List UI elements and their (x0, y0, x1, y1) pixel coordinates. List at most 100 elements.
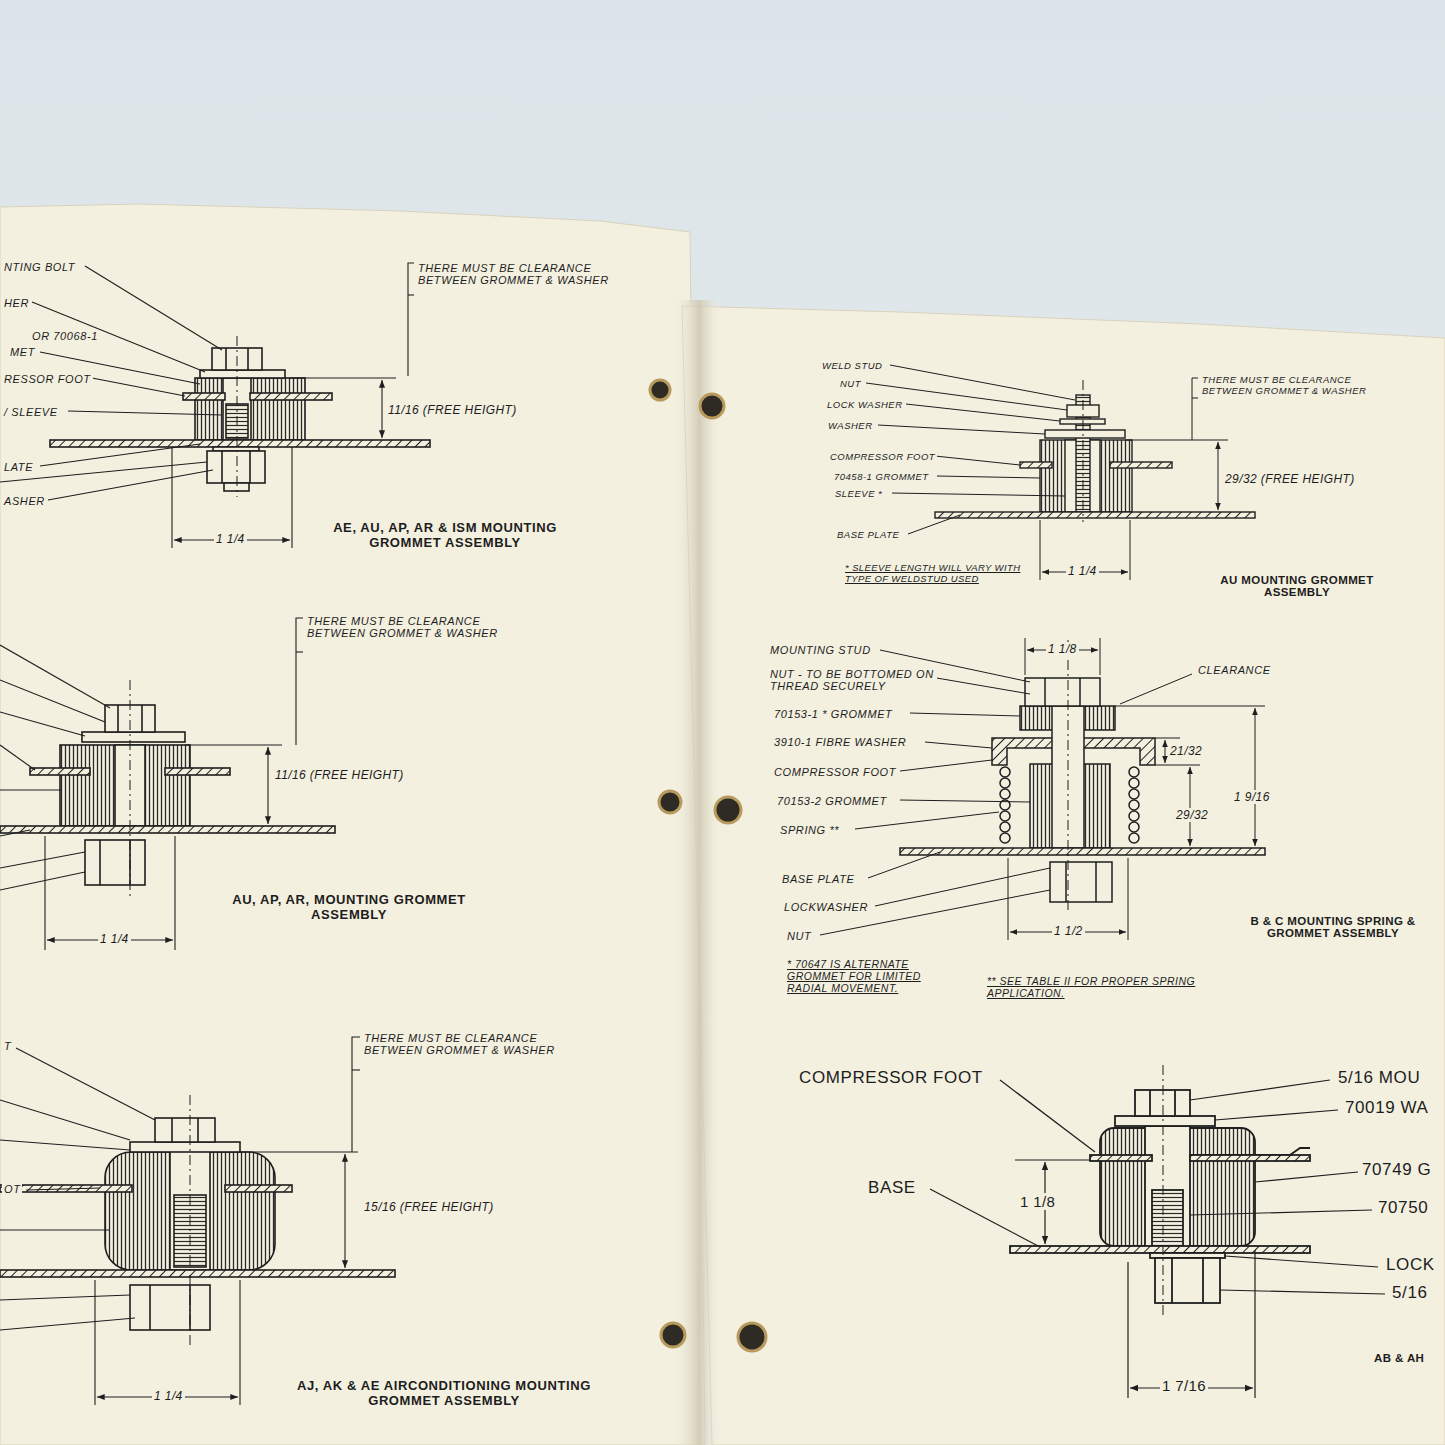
grommet-assembly-drawing (290, 377, 396, 378)
dimension-label: 1 1/4 (1066, 564, 1099, 578)
part-label: NUT (785, 930, 813, 942)
binder-hole (661, 1323, 685, 1347)
spring-grommet-drawing (1129, 822, 1139, 832)
grommet-assembly-drawing (85, 266, 222, 350)
part-label: 3910-1 FIBRE WASHER (772, 736, 908, 748)
grommet-assembly-drawing (225, 348, 227, 370)
grommet-assembly-drawing (197, 1118, 199, 1142)
grommet-assembly-drawing (30, 768, 90, 775)
grommet-assembly-drawing (155, 1118, 215, 1142)
grommet-assembly-drawing (408, 263, 414, 376)
dimension-label: 1 1/8 (1046, 642, 1079, 656)
part-label: COMPRESSOR FOOT (772, 766, 898, 778)
spring-grommet-drawing (925, 742, 992, 748)
grommet-assembly-drawing (183, 393, 225, 400)
grommet-assembly-drawing (0, 745, 35, 770)
grommet-assembly-drawing (0, 852, 85, 868)
binder-hole (659, 791, 681, 813)
grommet-assembly-drawing (171, 447, 172, 548)
grommet-assembly-drawing (1190, 1148, 1310, 1155)
grommet-assembly-drawing (0, 462, 207, 482)
grommet-assembly-drawing (0, 1037, 360, 1405)
grommet-assembly-drawing (1192, 398, 1198, 399)
part-label: MOUNTING STUD (768, 644, 873, 656)
part-label: SPRING ** (778, 824, 841, 836)
spring-grommet-drawing (1079, 678, 1081, 706)
part-label: OR 70068-1 (30, 330, 100, 342)
grommet-assembly-drawing (1190, 1080, 1330, 1100)
grommet-assembly-drawing (352, 1037, 360, 1152)
spring-grommet-drawing (1000, 789, 1010, 799)
grommet-assembly-drawing (0, 826, 335, 833)
grommet-assembly-drawing (1125, 440, 1228, 441)
part-label: RESSOR FOOT (2, 373, 93, 385)
spring-grommet-drawing (1115, 706, 1265, 707)
spring-grommet-drawing (1044, 678, 1046, 706)
grommet-assembly-drawing (171, 1118, 173, 1142)
spring-grommet-drawing (900, 848, 1265, 855)
grommet-assembly-drawing (26, 1188, 100, 1190)
grommet-assembly-drawing (381, 380, 382, 438)
grommet-assembly-drawing (291, 447, 292, 548)
grommet-assembly-drawing (40, 444, 200, 466)
grommet-assembly-drawing (130, 1142, 240, 1152)
grommet-assembly-drawing (1171, 1258, 1173, 1303)
grommet-assembly-drawing (200, 370, 285, 378)
grommet-assembly-drawing (1115, 1116, 1215, 1126)
grommet-assembly-drawing (352, 1069, 360, 1070)
page-spine (672, 300, 722, 1445)
spring-grommet-drawing (1000, 767, 1010, 777)
part-label: WELD STUD (820, 360, 884, 371)
spring-grommet-drawing (1128, 858, 1129, 940)
grommet-assembly-drawing (1220, 1290, 1385, 1294)
assembly-title: AU MOUNTING GROMMET ASSEMBLY (1200, 574, 1394, 598)
grommet-assembly-drawing (237, 336, 238, 497)
part-label: NTING BOLT (2, 261, 77, 273)
spring-grommet-drawing (900, 800, 1030, 802)
assembly-title: AU, AP, AR, MOUNTING GROMMET ASSEMBLY (222, 892, 476, 922)
spring-grommet-drawing (1000, 767, 1139, 843)
grommet-assembly-drawing (1163, 1065, 1164, 1318)
grommet-assembly-drawing (0, 645, 110, 708)
part-label: WASHER (826, 420, 875, 431)
grommet-assembly-drawing (937, 476, 1040, 478)
grommet-assembly-drawing (48, 470, 213, 500)
part-label: 70153-2 GROMMET (775, 795, 889, 807)
spring-grommet-drawing (1000, 822, 1010, 832)
spring-grommet-drawing (1255, 708, 1256, 846)
grommet-assembly-drawing (1192, 378, 1198, 440)
spring-grommet-drawing (1129, 833, 1139, 843)
grommet-assembly-drawing (930, 1065, 1385, 1398)
grommet-assembly-drawing (239, 1280, 240, 1405)
grommet-assembly-drawing (1254, 1250, 1255, 1398)
spring-grommet-drawing (1008, 858, 1009, 940)
spring-grommet-drawing (1129, 789, 1139, 799)
grommet-assembly-drawing (0, 1318, 135, 1330)
grommet-assembly-drawing (94, 1280, 95, 1405)
spring-grommet-drawing (1155, 765, 1200, 766)
grommet-assembly-drawing (1015, 1159, 1090, 1160)
grommet-assembly-drawing (0, 1140, 130, 1150)
part-label: BASE PLATE (780, 873, 856, 885)
grommet-assembly-drawing (0, 1037, 395, 1405)
grommet-assembly-drawing (190, 1095, 191, 1345)
grommet-assembly-drawing (0, 680, 105, 722)
grommet-assembly-drawing (1215, 1110, 1338, 1120)
grommet-assembly-drawing (1202, 1258, 1204, 1303)
spring-grommet-drawing (875, 868, 1050, 906)
grommet-assembly-drawing (50, 440, 430, 447)
dimension-label: 1 1/4 (98, 932, 131, 946)
spring-grommet-drawing (1065, 862, 1067, 902)
grommet-assembly-drawing (85, 840, 145, 885)
grommet-assembly-drawing (344, 1154, 345, 1268)
spring-grommet-drawing (868, 852, 940, 878)
part-label: SLEEVE * (833, 488, 884, 499)
binder-hole (650, 380, 766, 1351)
clearance-note: THERE MUST BE CLEARANCE BETWEEN GROMMET … (416, 262, 625, 286)
grommet-assembly-drawing (1225, 1256, 1378, 1267)
grommet-assembly-drawing (1145, 1126, 1190, 1248)
part-label: LOCKWASHER (782, 901, 870, 913)
grommet-assembly-drawing (0, 1270, 395, 1277)
